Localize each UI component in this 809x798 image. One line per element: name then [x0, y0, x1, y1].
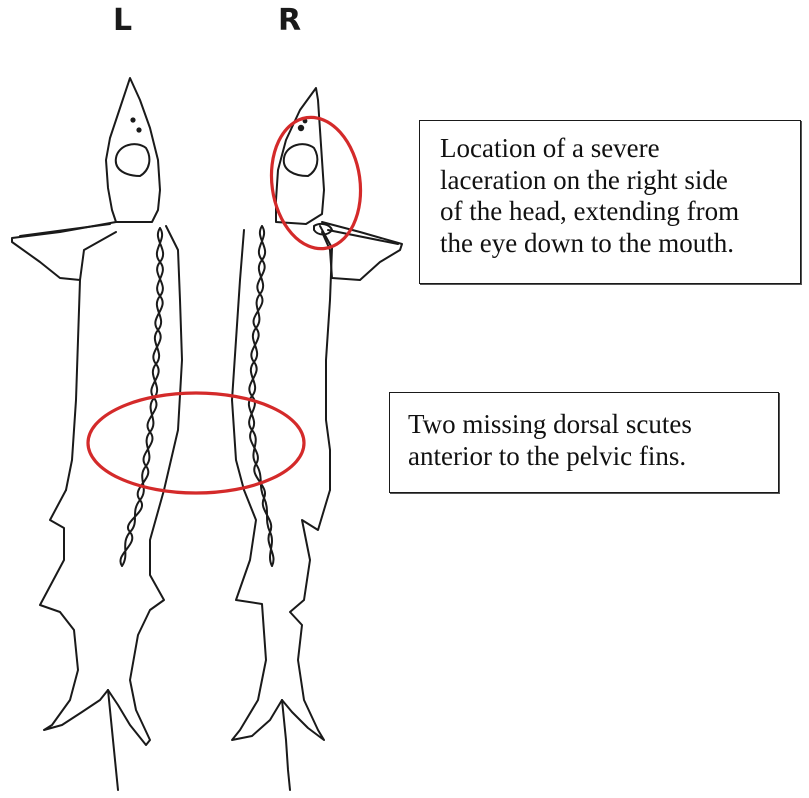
left-eye	[116, 118, 150, 176]
scutes-highlight-ellipse	[88, 393, 304, 493]
annotation-line: of the head, extending from	[440, 196, 800, 228]
annotation-line: laceration on the right side	[440, 165, 800, 197]
annotation-line: the eye down to the mouth.	[440, 228, 800, 260]
left-fish-outline	[40, 78, 182, 790]
right-eye	[284, 120, 332, 235]
right-pectoral-fin	[322, 222, 402, 280]
right-scute-row	[249, 226, 274, 566]
scutes-annotation-box: Two missing dorsal scutes anterior to th…	[389, 392, 779, 493]
annotation-line: anterior to the pelvic fins.	[408, 441, 778, 473]
annotation-line: Location of a severe	[440, 133, 800, 165]
laceration-annotation-box: Location of a severe laceration on the r…	[419, 120, 801, 284]
right-fish-outline	[232, 88, 332, 790]
annotation-line: Two missing dorsal scutes	[408, 409, 778, 441]
right-side-label: R	[278, 6, 301, 36]
left-pectoral-fin	[12, 222, 116, 280]
left-side-label: L	[113, 6, 132, 36]
